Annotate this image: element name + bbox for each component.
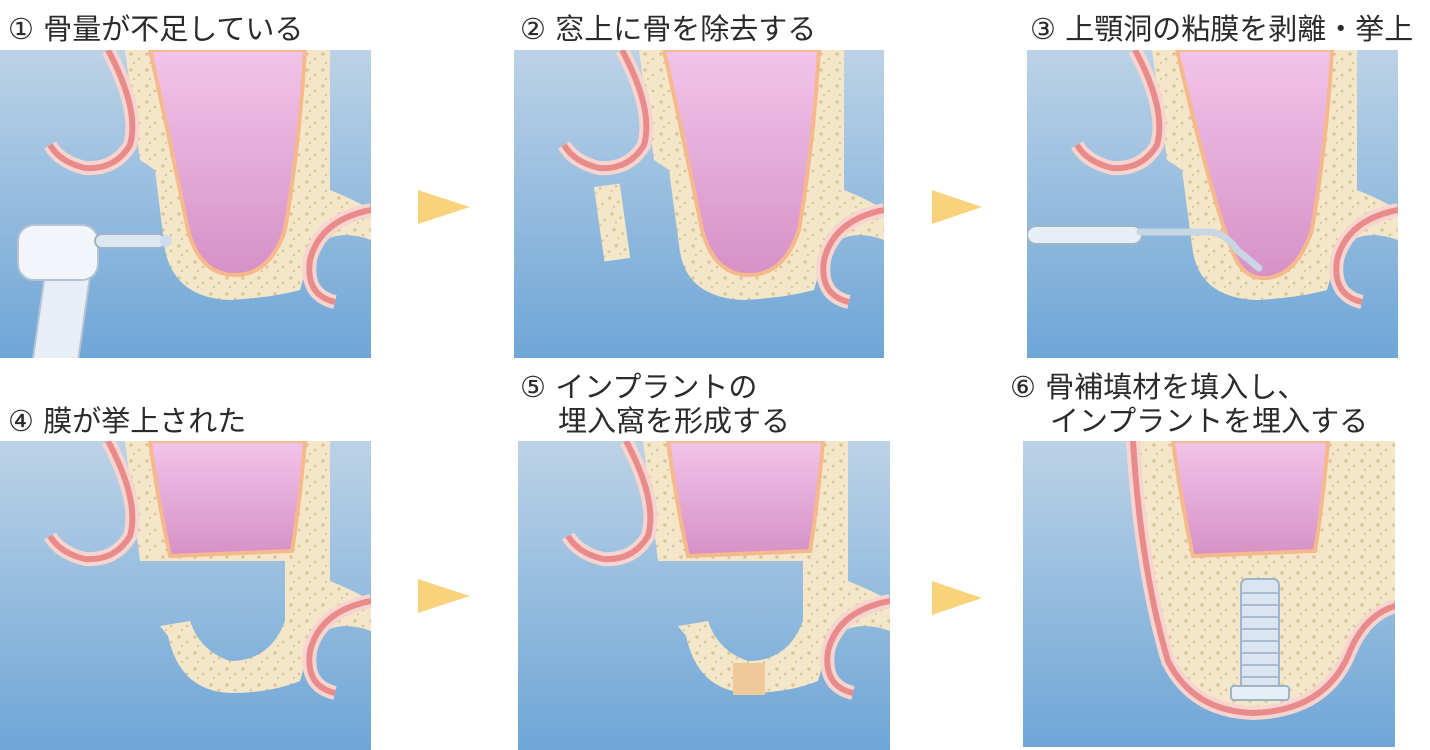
step-4-caption: ④ 膜が挙上された: [8, 404, 246, 438]
step-2-caption: ② 窓上に骨を除去する: [520, 12, 816, 46]
panel-step-6: [1023, 441, 1395, 747]
arrow-right-icon: [418, 190, 470, 228]
sinus-cavity: [665, 441, 826, 559]
step-text: 膜が挙上された: [43, 404, 247, 438]
arrow-right-icon: [932, 190, 982, 228]
panel-step-4: [0, 441, 371, 750]
step-3-caption: ③ 上顎洞の粘膜を剥離・挙上: [1030, 12, 1413, 46]
arrow-right-icon: [418, 579, 470, 617]
dental-drill-icon: [17, 224, 172, 358]
step-text: 上顎洞の粘膜を剥離・挙上: [1065, 12, 1414, 46]
panel-step-1: [0, 50, 371, 358]
step-number: ①: [8, 12, 34, 46]
step-1-caption: ① 骨量が不足している: [8, 12, 303, 46]
step-number: ⑤: [520, 370, 546, 404]
panel-step-5: [518, 441, 890, 750]
dental-implant-icon: [1230, 578, 1290, 701]
arrow-right-icon: [932, 581, 982, 619]
implant-socket: [733, 663, 765, 695]
step-text: 窓上に骨を除去する: [555, 12, 817, 46]
sinus-cavity: [1174, 50, 1335, 281]
step-text-line2: インプラントを埋入する: [1050, 404, 1369, 438]
sinus-cavity: [661, 50, 822, 278]
panel-step-3: [1027, 50, 1398, 358]
step-6-caption: ⑥ 骨補填材を填入し、 インプラントを埋入する: [1010, 370, 1368, 438]
step-5-caption: ⑤ インプラントの 埋入窩を形成する: [520, 370, 790, 438]
step-number: ⑥: [1010, 370, 1036, 404]
elevator-instrument-icon: [1027, 225, 1263, 272]
step-number: ④: [8, 404, 34, 438]
panel-step-2: [514, 50, 884, 358]
step-text: 骨量が不足している: [43, 12, 304, 46]
sinus-cavity: [1170, 441, 1331, 559]
sinus-cavity: [147, 50, 308, 278]
step-number: ③: [1030, 12, 1056, 46]
step-number: ②: [520, 12, 546, 46]
sinus-cavity: [147, 441, 308, 559]
step-text-line2: 埋入窩を形成する: [558, 404, 791, 438]
removed-bone-window: [593, 183, 631, 262]
step-text: インプラントの: [555, 370, 758, 404]
step-text: 骨補填材を填入し、: [1045, 370, 1307, 404]
